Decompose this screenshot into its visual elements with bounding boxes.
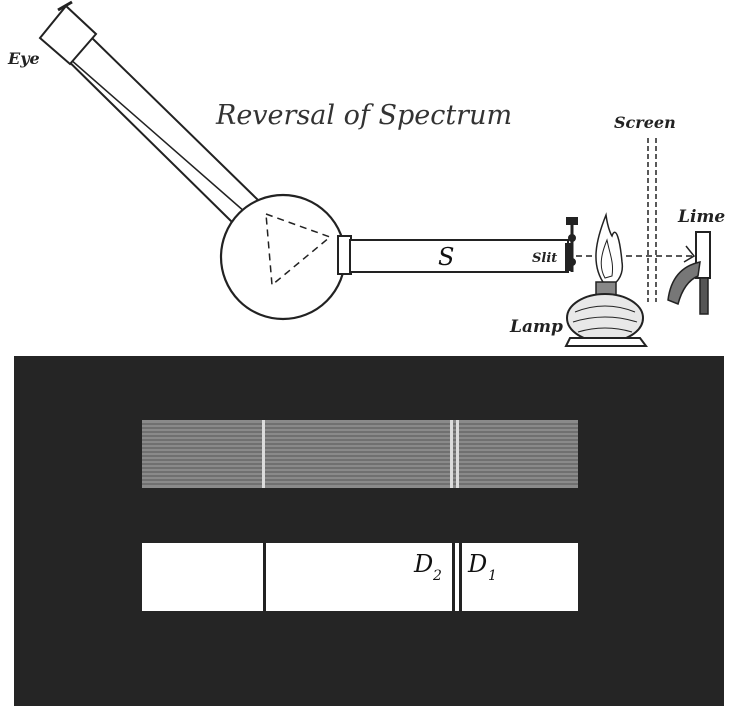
diagram-title: Reversal of Spectrum — [215, 100, 512, 131]
screen-label: Screen — [614, 113, 676, 132]
lamp — [564, 212, 648, 347]
spectrum-panel: D 2 D 1 — [14, 356, 724, 706]
slit-label: Slit — [532, 251, 557, 266]
d1-subscript: 1 — [488, 568, 497, 584]
spectral-line-d1 — [459, 543, 462, 611]
spectral-line-d2 — [452, 543, 455, 611]
eye-label: Eye — [7, 49, 40, 68]
apparatus — [38, 0, 711, 347]
emission-band — [142, 543, 578, 611]
screen — [647, 138, 657, 302]
prism-table — [219, 193, 347, 321]
d1-label: D — [467, 550, 487, 578]
d2-subscript: 2 — [432, 568, 442, 584]
lime-holder — [667, 231, 711, 315]
absorption-band — [142, 420, 578, 488]
absorption-line — [262, 420, 265, 488]
collimator-tube — [337, 235, 573, 275]
absorption-line-d2 — [450, 420, 453, 488]
spectral-line — [263, 543, 266, 611]
telescope-label: S — [438, 243, 454, 271]
lamp-label: Lamp — [509, 317, 563, 337]
d2-label: D — [413, 550, 433, 578]
slit-assembly — [566, 217, 578, 272]
lime-label: Lime — [677, 207, 725, 227]
absorption-line-d1 — [456, 420, 459, 488]
eye-telescope-tube — [38, 0, 260, 224]
